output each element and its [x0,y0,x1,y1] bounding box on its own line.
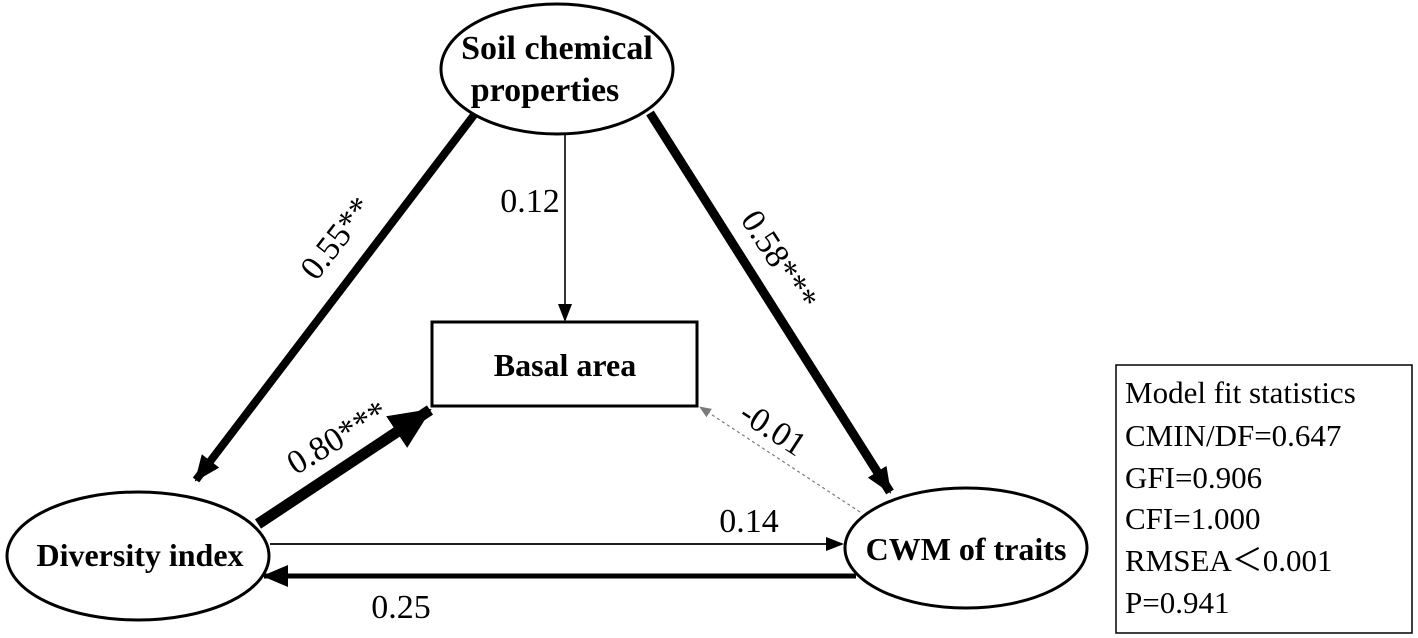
model-fit-title: Model fit statistics [1125,375,1356,410]
model-fit-box [1115,364,1413,634]
edge-soil-to-cwm [646,110,894,495]
edge-diversity-to-basal [254,405,434,529]
edge-label-soil-to-diversity: 0.55** [293,190,380,286]
edge-soil-to-diversity [192,112,478,483]
edge-label-cwm-to-basal: -0.01 [733,394,813,464]
node-basal-label: Basal area [494,347,637,383]
node-diversity-index [5,490,271,622]
model-fit-cfi: CFI=1.000 [1125,501,1260,536]
edge-label-soil-to-basal: 0.12 [500,183,560,220]
node-cwm-label: CWM of traits [866,531,1067,567]
node-diversity-label: Diversity index [36,537,243,573]
model-fit-cmin: CMIN/DF=0.647 [1125,418,1341,453]
node-soil-label-line1: Soil chemical [461,30,653,67]
model-fit-rmsea: RMSEA＜0.001 [1125,543,1333,578]
edge-label-cwm-to-diversity: 0.25 [371,589,431,626]
node-basal-area [430,320,699,408]
node-cwm-of-traits [843,486,1089,610]
model-fit-gfi: GFI=0.906 [1125,460,1262,495]
model-fit-p: P=0.941 [1125,585,1229,620]
node-soil-label-line2: properties [471,72,620,109]
edge-label-diversity-to-cwm: 0.14 [719,503,779,540]
node-soil-chemical-properties [439,2,675,136]
edge-cwm-to-basal [699,406,861,513]
